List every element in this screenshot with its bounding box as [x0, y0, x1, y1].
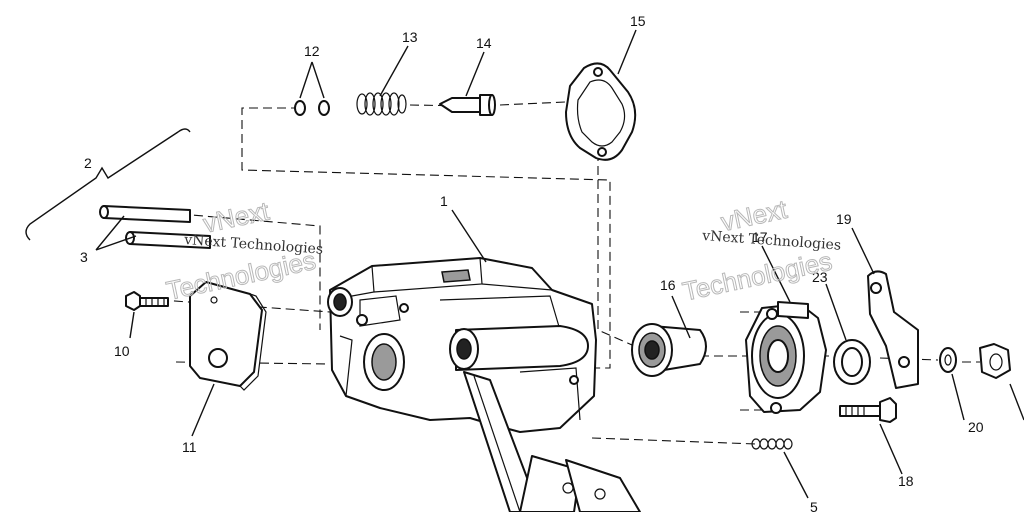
plunger-part-14: [439, 94, 496, 116]
callout-19: 19: [836, 211, 852, 227]
mounting-arm: [463, 371, 541, 512]
spring-part-5: [751, 438, 793, 450]
cover-plate-part-11: [189, 281, 267, 391]
callout-17: 17: [752, 229, 768, 245]
callout-18: 18: [898, 473, 914, 489]
housing-part-1: [327, 257, 597, 433]
bolt-part-18: [839, 397, 897, 423]
callout-5: 5: [810, 499, 818, 512]
body-part-17: [745, 301, 827, 414]
watermark-label: vNext Technologies: [183, 232, 324, 258]
nut: [979, 343, 1011, 379]
callout-23: 23: [812, 269, 828, 285]
callout-labels: 1 2 3 5 10 11 12 13 14 15 16 17 18 19 20…: [80, 13, 984, 512]
callout-13: 13: [402, 29, 418, 45]
callout-14: 14: [476, 35, 492, 51]
spring-part-13: [356, 92, 407, 116]
leader-lines: [95, 29, 1024, 499]
callout-11: 11: [182, 439, 197, 455]
bolt-part-10: [125, 291, 169, 311]
gasket-part-15: [565, 62, 637, 161]
seal-part-16: [631, 323, 707, 377]
lower-plates: [519, 455, 641, 512]
watermark-sub: Technologies: [680, 246, 835, 307]
callout-2: 2: [84, 155, 92, 171]
o-rings-part-12: [294, 100, 330, 116]
bracket-part-2: [25, 128, 191, 241]
spacer-part-23: [833, 339, 871, 385]
callout-10: 10: [114, 343, 130, 359]
callout-15: 15: [630, 13, 646, 29]
washer-part-20: [939, 347, 957, 373]
callout-1: 1: [440, 193, 448, 209]
pins-part-3: [99, 205, 211, 249]
watermark-label: vNext Technologies: [701, 228, 842, 254]
callout-12: 12: [304, 43, 320, 59]
callout-16: 16: [660, 277, 676, 293]
callout-3: 3: [80, 249, 88, 265]
callout-20: 20: [968, 419, 984, 435]
watermark-brand: vNext: [200, 195, 272, 238]
bracket-part-19: [867, 270, 919, 389]
